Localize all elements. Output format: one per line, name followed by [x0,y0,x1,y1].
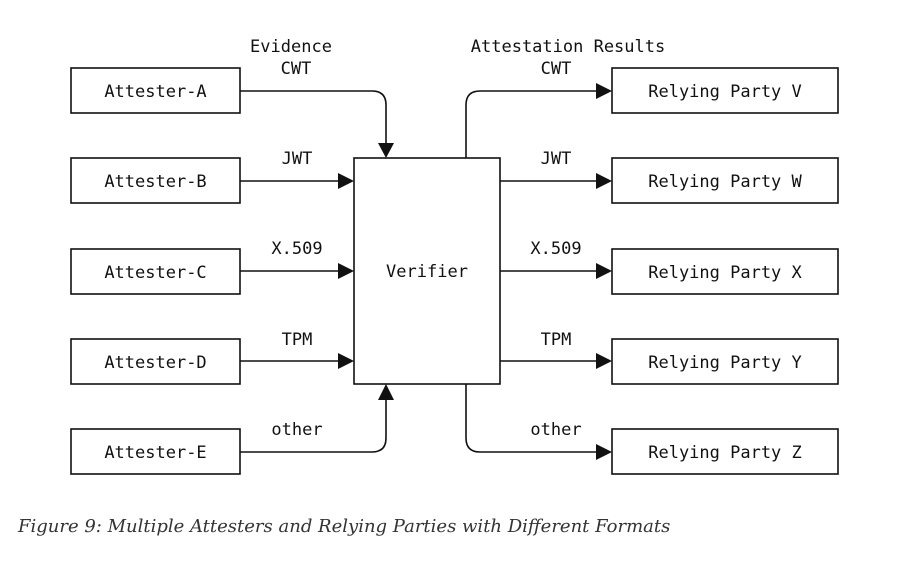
verifier-label: Verifier [386,262,468,282]
attester-a-box [70,67,241,114]
attester-d-box [70,338,241,385]
arrowhead-attester-e [378,384,394,400]
relying-party-x-label: Relying Party X [648,263,802,283]
relying-party-x-box [611,248,839,295]
relying-party-w-label: Relying Party W [648,172,802,192]
evidence-format-cwt: CWT [281,59,312,79]
relying-party-x-format: X.509 [530,239,581,259]
relying-party-v-box [611,67,839,114]
arrowhead-attester-b [338,173,354,189]
arrowhead-rp-y [596,353,612,369]
relying-party-y-label: Relying Party Y [648,353,802,373]
attester-c-label: Attester-C [104,263,206,283]
arrowhead-rp-v [596,83,612,99]
relying-party-v-label: Relying Party V [648,82,802,102]
arrowhead-attester-d [338,353,354,369]
relying-party-y-format: TPM [541,330,572,350]
attester-c-box [70,248,241,295]
figure-caption: Figure 9: Multiple Attesters and Relying… [18,516,671,537]
evidence-header: Evidence [250,37,332,57]
relying-party-z-label: Relying Party Z [648,443,802,463]
relying-party-z-format: other [530,420,581,440]
attester-d-format: TPM [282,330,313,350]
connector-attester-a [240,90,387,145]
attester-a-label: Attester-A [104,82,206,102]
connector-rp-z [465,384,598,453]
connector-rp-v [465,90,598,158]
attester-b-label: Attester-B [104,172,206,192]
relying-party-y-box [611,338,839,385]
attester-b-box [70,157,241,204]
relying-party-v-format: CWT [541,59,572,79]
arrowhead-attester-a [378,143,394,158]
attestation-diagram: Evidence CWT Attestation Results Atteste… [70,37,839,475]
attester-e-box [70,428,241,475]
relying-party-w-box [611,157,839,204]
relying-party-w-format: JWT [541,149,572,169]
relying-party-z-box [611,428,839,475]
arrowhead-rp-w [596,173,612,189]
connector-attester-e [240,398,387,453]
attester-b-format: JWT [282,149,313,169]
arrowhead-rp-z [596,444,612,460]
attester-c-format: X.509 [271,239,322,259]
attester-e-format: other [271,420,322,440]
attestation-results-header: Attestation Results [471,37,665,57]
attester-e-label: Attester-E [104,443,206,463]
verifier-box [353,157,501,385]
arrowhead-rp-x [596,263,612,279]
arrowhead-attester-c [338,263,354,279]
attester-d-label: Attester-D [104,353,206,373]
